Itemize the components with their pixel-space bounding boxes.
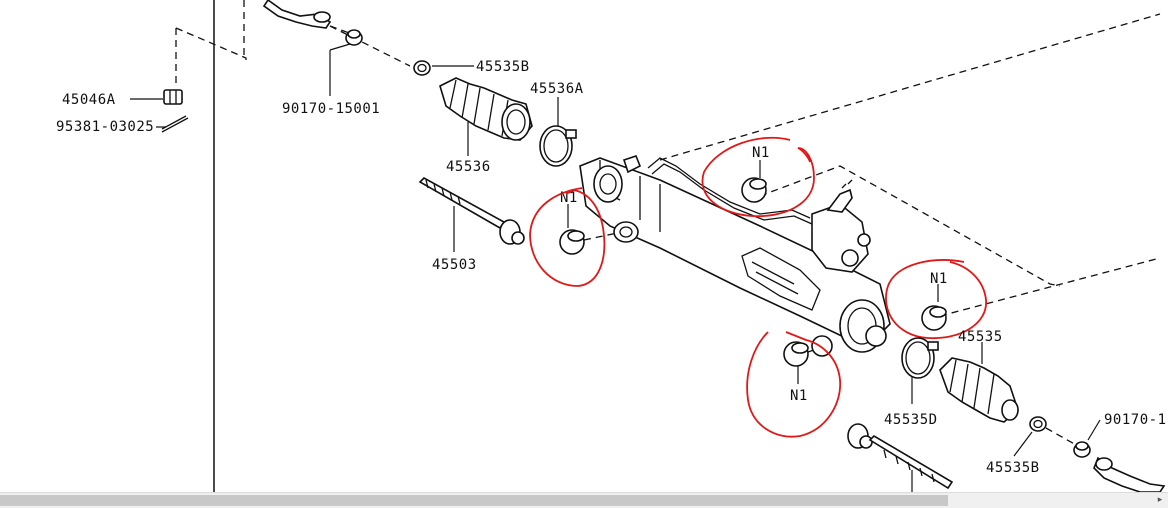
- leader-90170-right: [1087, 419, 1101, 441]
- clamp-45535b-top: [413, 60, 431, 76]
- n1-callout-right: N1: [930, 271, 948, 287]
- label-90170-15001: 90170-15001: [282, 101, 380, 117]
- dashed-axis-lower-right: [939, 257, 1161, 317]
- label-45535d: 45535D: [884, 412, 938, 428]
- n1-bush-left: [559, 229, 585, 255]
- red-annotation-left: [529, 187, 606, 287]
- tie-rod-end-bottom: [1093, 456, 1166, 492]
- horizontal-scrollbar[interactable]: ▸: [0, 492, 1168, 508]
- dashed-axis-upper-right: [659, 13, 1161, 161]
- label-95381-03025: 95381-03025: [56, 119, 154, 135]
- tie-rod-end-top: [262, 0, 332, 29]
- scrollbar-thumb[interactable]: [0, 495, 948, 506]
- bush-90170-top: [345, 29, 363, 46]
- n1-bush-right: [921, 305, 947, 331]
- label-45536a: 45536A: [530, 81, 584, 97]
- label-45535b-top: 45535B: [476, 59, 530, 75]
- cotter-pin-95381: [161, 115, 189, 133]
- dashed-axis-bottom-right: [1045, 427, 1079, 447]
- dashed-axis-top: [329, 25, 411, 67]
- inner-tie-rod-bottom: [847, 423, 954, 490]
- label-45046a: 45046A: [62, 92, 116, 108]
- leader-45535b-bottom: [1013, 431, 1033, 457]
- dashed-axis-n1-left: [583, 231, 623, 241]
- red-annotation-bottom: [746, 331, 841, 438]
- clamp-45535b-bottom: [1029, 416, 1047, 432]
- castle-nut-45046a: [163, 89, 183, 105]
- label-45535: 45535: [958, 329, 1003, 345]
- rack-boot-45536: [439, 77, 533, 141]
- bush-90170-right: [1073, 441, 1091, 458]
- label-90170-right: 90170-1: [1104, 412, 1167, 428]
- label-45536: 45536: [446, 159, 491, 175]
- red-annotation-top: [701, 136, 815, 218]
- steering-rack-parts-diagram: 45046A 95381-03025 90170-15001 45535B 45…: [56, 0, 1167, 492]
- n1-callout-bottom: N1: [790, 388, 808, 404]
- inner-tie-rod-45503: [418, 177, 525, 245]
- n1-bush-top: [741, 177, 767, 203]
- label-45535b-bottom: 45535B: [986, 460, 1040, 476]
- dashed-leader-top-left: [175, 27, 247, 86]
- steering-rack-housing: [579, 155, 891, 357]
- red-annotation-right: [885, 259, 987, 339]
- rack-boot-45535: [939, 357, 1019, 423]
- clamp-45535d: [901, 337, 939, 379]
- chevron-right-icon[interactable]: ▸: [1157, 495, 1163, 505]
- clamp-45536a: [539, 125, 577, 167]
- dashed-axis-middle: [759, 165, 1061, 287]
- n1-callout-top: N1: [752, 145, 770, 161]
- label-45503: 45503: [432, 257, 477, 273]
- n1-callout-left: N1: [560, 190, 578, 206]
- n1-bush-bottom: [783, 341, 809, 367]
